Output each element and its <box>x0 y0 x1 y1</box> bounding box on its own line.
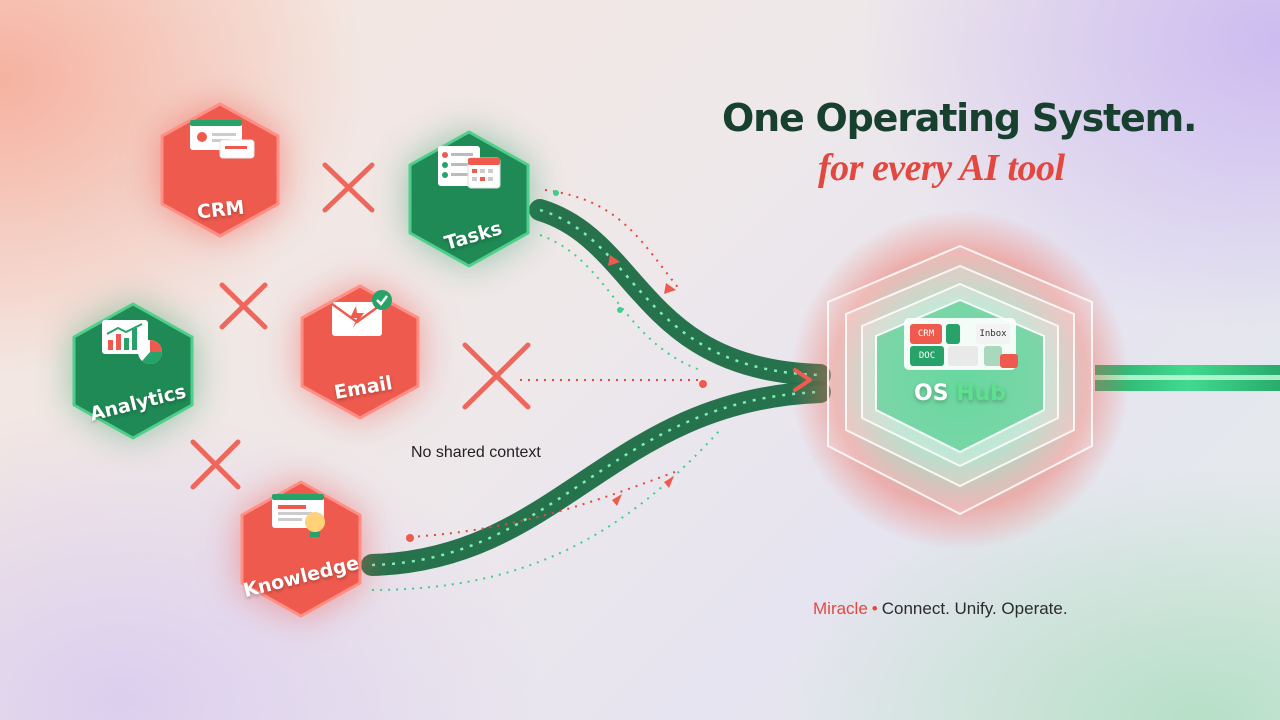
checklist-calendar-icon <box>438 146 501 189</box>
tool-node-email: Email <box>290 282 430 422</box>
hub-label: OS Hub <box>914 381 1007 406</box>
stream-tasks-to-hub-dots <box>539 208 821 377</box>
dotted-tasks-top <box>544 189 681 291</box>
disconnect-x-icon <box>462 342 531 410</box>
tagline: Miracle•Connect. Unify. Operate. <box>813 599 1068 619</box>
brand-name: Miracle <box>813 599 868 618</box>
arrowhead-icon <box>664 283 676 294</box>
os-hub: CRM Inbox DOC <box>820 240 1100 520</box>
arrowhead-icon <box>612 494 622 506</box>
hub-mini-card: CRM <box>910 324 942 344</box>
tool-node-tasks: Tasks <box>398 128 540 270</box>
document-lightbulb-icon <box>272 494 325 537</box>
tool-node-analytics: Analytics <box>62 300 204 442</box>
tool-node-crm: CRM <box>150 100 290 240</box>
disconnect-x-icon <box>219 282 268 330</box>
hub-mini-badge <box>984 346 1002 366</box>
dotted-knowledge-bottom <box>371 429 721 591</box>
dotted-knowledge-top <box>409 469 681 538</box>
envelope-lightning-icon <box>331 290 392 336</box>
disconnect-x-icon <box>190 439 241 490</box>
arrowhead-icon <box>664 476 674 488</box>
hub-mini-card: Inbox <box>976 324 1010 344</box>
tagline-text: Connect. Unify. Operate. <box>881 599 1068 618</box>
headline-title: One Operating System. <box>722 96 1197 140</box>
headline-subtitle: for every AI tool <box>818 147 1065 189</box>
hub-mini-toggle <box>946 324 960 344</box>
bar-chart-pie-icon <box>102 320 163 365</box>
contact-card-chat-icon <box>190 120 255 159</box>
tool-node-knowledge: Knowledge <box>230 478 372 620</box>
no-context-caption: No shared context <box>411 444 541 461</box>
hub-mini-card: DOC <box>910 346 944 366</box>
hub-mini-toggle <box>948 346 978 366</box>
stream-knowledge-to-hub-dots <box>371 390 821 567</box>
stream-tasks-to-hub <box>529 199 831 386</box>
stream-knowledge-to-hub <box>361 381 831 576</box>
hub-mini-badge <box>1000 354 1018 368</box>
arrowhead-icon <box>608 255 620 266</box>
tagline-separator: • <box>871 599 878 618</box>
disconnect-x-icon <box>322 162 375 213</box>
